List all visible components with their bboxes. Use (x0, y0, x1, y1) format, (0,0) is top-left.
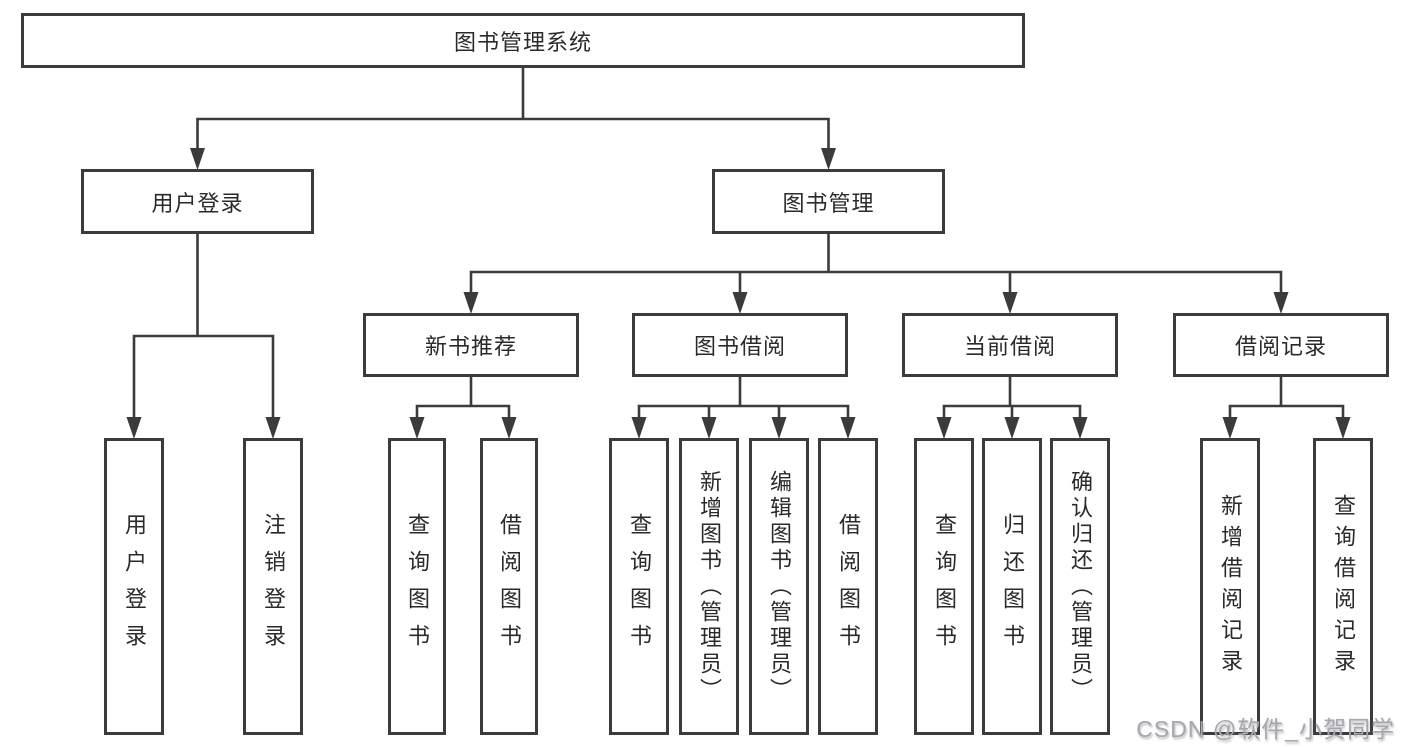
node-nbr-query-books: 查询图书 (388, 438, 446, 735)
node-logout: 注销登录 (243, 438, 303, 735)
node-label-cb-query-books: 查询图书 (932, 512, 957, 661)
node-book-borrowing: 图书借阅 (632, 313, 848, 377)
node-label-cb-return-books: 归还图书 (1000, 512, 1025, 661)
node-cb-confirm-return: 确认归还（管理员） (1050, 438, 1110, 735)
node-label-bb-add-books: 新增图书（管理员） (697, 469, 722, 704)
node-bb-query-books: 查询图书 (609, 438, 669, 735)
node-label-bb-query-books: 查询图书 (627, 512, 652, 661)
node-label-login: 用户登录 (122, 512, 147, 661)
node-borrowing-records: 借阅记录 (1173, 313, 1389, 377)
node-label-bb-borrow-books: 借阅图书 (836, 512, 861, 661)
node-book-management: 图书管理 (712, 169, 945, 234)
node-user-login: 用户登录 (81, 169, 314, 234)
node-label-br-add-record: 新增借阅记录 (1218, 493, 1243, 680)
node-bb-add-books: 新增图书（管理员） (679, 438, 739, 735)
node-current-borrowing: 当前借阅 (902, 313, 1118, 377)
node-label-new-book-recommend: 新书推荐 (424, 334, 517, 359)
node-label-book-management: 图书管理 (782, 190, 875, 216)
node-nbr-borrow-books: 借阅图书 (480, 438, 538, 735)
node-bb-edit-books: 编辑图书（管理员） (749, 438, 809, 735)
node-bb-borrow-books: 借阅图书 (818, 438, 878, 735)
node-label-br-query-record: 查询借阅记录 (1331, 493, 1356, 680)
node-br-add-record: 新增借阅记录 (1200, 438, 1260, 735)
node-login: 用户登录 (104, 438, 164, 735)
node-label-logout: 注销登录 (261, 512, 286, 661)
node-cb-query-books: 查询图书 (914, 438, 974, 735)
node-root: 图书管理系统 (21, 13, 1025, 68)
node-new-book-recommend: 新书推荐 (363, 313, 579, 377)
node-br-query-record: 查询借阅记录 (1313, 438, 1373, 735)
node-label-current-borrowing: 当前借阅 (963, 334, 1056, 359)
node-label-user-login: 用户登录 (151, 190, 244, 216)
node-label-root: 图书管理系统 (453, 29, 592, 55)
node-label-book-borrowing: 图书借阅 (693, 334, 786, 359)
node-label-nbr-query-books: 查询图书 (405, 512, 430, 661)
watermark: CSDN @软件_小贺同学 (1136, 716, 1395, 742)
node-cb-return-books: 归还图书 (982, 438, 1042, 735)
node-label-cb-confirm-return: 确认归还（管理员） (1068, 469, 1093, 704)
node-label-bb-edit-books: 编辑图书（管理员） (767, 469, 792, 704)
node-label-borrowing-records: 借阅记录 (1234, 334, 1327, 359)
node-label-nbr-borrow-books: 借阅图书 (497, 512, 522, 661)
